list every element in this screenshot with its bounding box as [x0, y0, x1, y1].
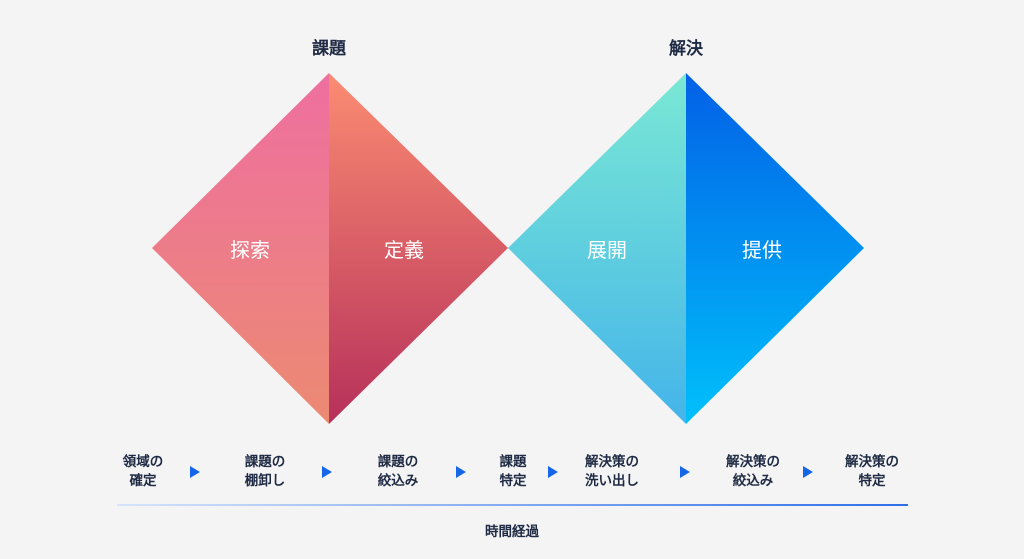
triangle-label-develop: 展開	[587, 238, 627, 262]
triangle-label-explore: 探索	[230, 238, 270, 262]
step-line: 解決策の	[845, 454, 899, 470]
step-line: 絞込み	[377, 473, 419, 489]
triangle-explore	[152, 73, 329, 424]
arrow-right-icon	[322, 466, 332, 478]
step-problem-identify: 課題 特定	[458, 453, 568, 491]
step-line: 確定	[129, 473, 157, 489]
triangle-develop	[508, 73, 686, 424]
arrow-right-icon	[190, 466, 200, 478]
step-problem-inventory: 課題の 棚卸し	[210, 453, 320, 491]
triangle-label-define: 定義	[384, 238, 424, 262]
arrow-right-icon	[803, 466, 813, 478]
step-line: 課題の	[377, 454, 419, 470]
step-line: 課題の	[244, 454, 286, 470]
step-line: 解決策の	[585, 454, 639, 470]
step-line: 洗い出し	[585, 473, 639, 489]
triangle-label-deliver: 提供	[742, 238, 782, 262]
arrow-right-icon	[456, 466, 466, 478]
step-solution-narrow: 解決策の 絞込み	[698, 453, 808, 491]
step-line: 解決策の	[726, 454, 780, 470]
step-line: 棚卸し	[244, 473, 286, 489]
timeline-bar	[117, 504, 908, 506]
step-line: 絞込み	[732, 473, 774, 489]
step-solution-identify: 解決策の 特定	[817, 453, 927, 491]
step-domain-confirm: 領域の 確定	[88, 453, 198, 491]
triangle-define	[329, 73, 508, 424]
step-line: 特定	[858, 473, 886, 489]
triangle-deliver	[686, 73, 864, 424]
step-problem-narrow: 課題の 絞込み	[343, 453, 453, 491]
arrow-right-icon	[548, 466, 558, 478]
step-line: 特定	[499, 473, 527, 489]
phase-title-solution: 解決	[669, 39, 703, 59]
step-line: 領域の	[122, 454, 164, 470]
step-line: 課題	[499, 454, 527, 470]
step-solution-brainstorm: 解決策の 洗い出し	[557, 453, 667, 491]
timeline-label: 時間経過	[485, 524, 539, 540]
phase-title-problem: 課題	[312, 39, 346, 59]
arrow-right-icon	[680, 466, 690, 478]
